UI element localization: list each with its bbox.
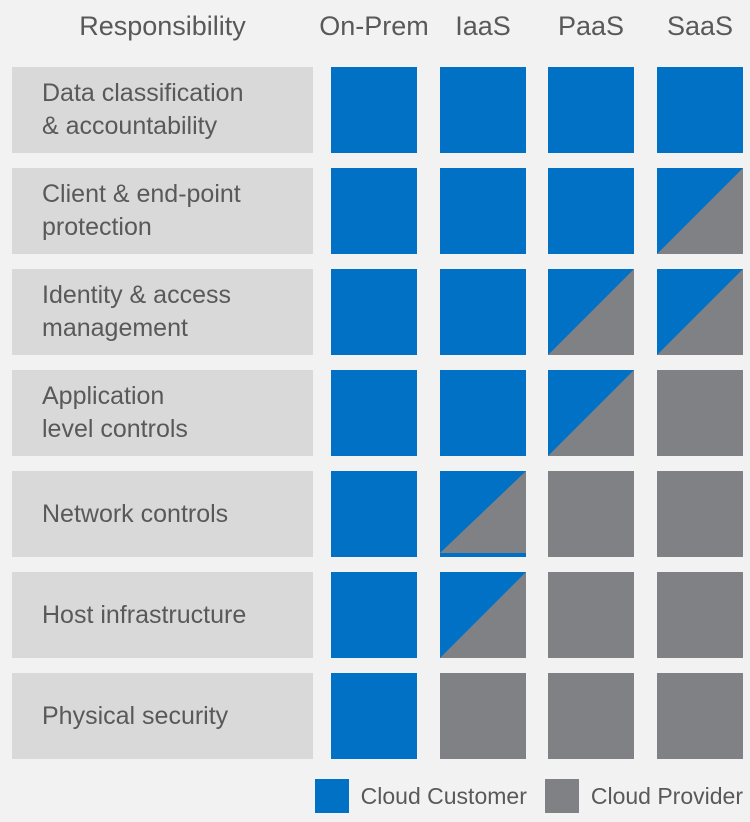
matrix-cell-iaas	[440, 370, 526, 456]
matrix-cell-saas	[657, 370, 743, 456]
legend-label-cloud-provider: Cloud Provider	[590, 782, 743, 809]
matrix-row-identity-access: Identity & access management	[12, 269, 750, 355]
matrix-cell-paas	[548, 370, 634, 456]
matrix-cell-onprem	[331, 572, 417, 658]
legend-swatch-cloud-provider	[544, 779, 579, 813]
matrix-cell-iaas	[440, 572, 526, 658]
matrix-cell-onprem	[331, 673, 417, 759]
legend: Cloud Customer Cloud Provider	[12, 779, 750, 813]
column-header-onprem: On-Prem	[319, 10, 429, 41]
matrix-cell-iaas	[440, 67, 526, 153]
matrix-cell-paas	[548, 168, 634, 254]
matrix-row-physical-security: Physical security	[12, 673, 750, 759]
matrix-cell-iaas	[440, 673, 526, 759]
matrix-cell-saas	[657, 67, 743, 153]
matrix-row-network-controls: Network controls	[12, 471, 750, 557]
matrix-cell-paas	[548, 572, 634, 658]
header-row: Responsibility On-Prem IaaS PaaS SaaS	[12, 0, 750, 52]
row-label: Client & end-point protection	[12, 168, 313, 254]
matrix-cell-paas	[548, 471, 634, 557]
matrix-cell-saas	[657, 269, 743, 355]
matrix-cell-onprem	[331, 370, 417, 456]
matrix-cell-saas	[657, 673, 743, 759]
matrix-cell-iaas	[440, 168, 526, 254]
row-label: Data classification & accountability	[12, 67, 313, 153]
matrix-cell-paas	[548, 67, 634, 153]
matrix-cell-saas	[657, 168, 743, 254]
legend-label-cloud-customer: Cloud Customer	[360, 782, 527, 809]
matrix-cell-paas	[548, 673, 634, 759]
matrix-cell-onprem	[331, 168, 417, 254]
row-label: Application level controls	[12, 370, 313, 456]
column-header-paas: PaaS	[557, 10, 625, 41]
row-label: Physical security	[12, 673, 313, 759]
row-label: Host infrastructure	[12, 572, 313, 658]
column-header-iaas: IaaS	[455, 10, 511, 41]
matrix-row-client-endpoint: Client & end-point protection	[12, 168, 750, 254]
row-label: Network controls	[12, 471, 313, 557]
matrix-cell-onprem	[331, 269, 417, 355]
legend-swatch-cloud-customer	[314, 779, 349, 813]
column-header-saas: SaaS	[666, 10, 734, 41]
matrix-cell-onprem	[331, 67, 417, 153]
matrix-cell-iaas	[440, 471, 526, 557]
matrix-cell-onprem	[331, 471, 417, 557]
matrix-cell-saas	[657, 572, 743, 658]
matrix-cell-paas	[548, 269, 634, 355]
responsibility-column-header: Responsibility	[79, 10, 246, 41]
matrix-row-host-infrastructure: Host infrastructure	[12, 572, 750, 658]
row-label: Identity & access management	[12, 269, 313, 355]
matrix-row-data-classification: Data classification & accountability	[12, 67, 750, 153]
matrix-cell-saas	[657, 471, 743, 557]
matrix-cell-iaas	[440, 269, 526, 355]
matrix-row-application-controls: Application level controls	[12, 370, 750, 456]
